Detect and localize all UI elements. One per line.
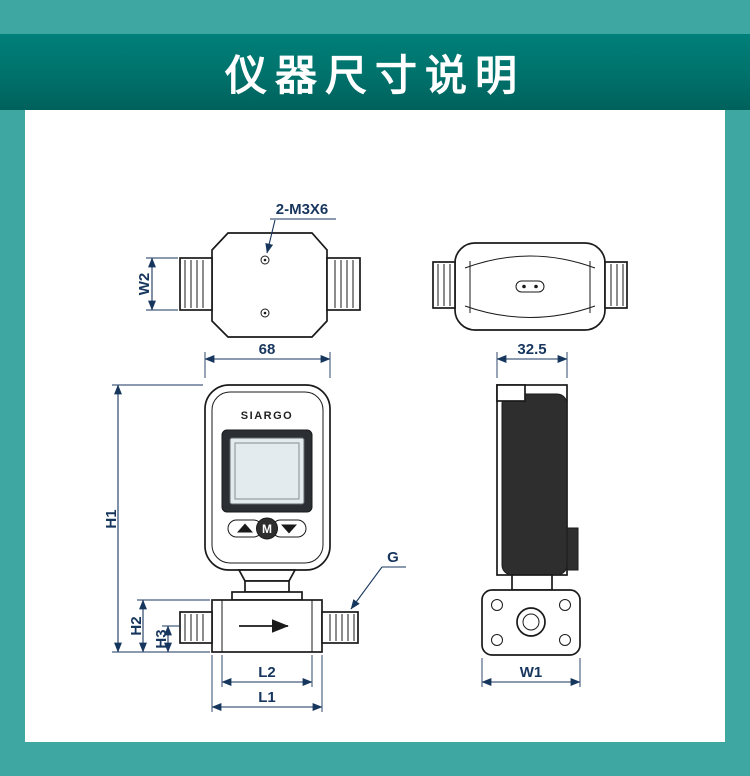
inlet-port — [516, 607, 546, 637]
dim-label-32-5: 32.5 — [517, 341, 546, 358]
dim-label-h3: H3 — [153, 629, 170, 648]
screw-hole-top — [260, 255, 270, 265]
side-view-drawing: 32.5 W1 — [481, 341, 581, 687]
lcd-display — [221, 429, 313, 513]
dim-label-h2: H2 — [128, 616, 145, 635]
dimension-diagram: 2-M3X6 W2 — [103, 201, 628, 712]
dim-label-g: G — [387, 549, 399, 566]
content-card: 2-M3X6 W2 — [25, 110, 725, 742]
mode-button: M — [256, 517, 278, 540]
page-title: 仪器尺寸说明 — [224, 51, 525, 99]
rear-view-drawing — [432, 242, 628, 331]
brand-label: SIARGO — [241, 410, 293, 422]
dim-label-w1: W1 — [520, 664, 543, 681]
header-banner: 仪器尺寸说明 — [0, 34, 750, 110]
side-tab — [566, 527, 579, 571]
dim-label-h1: H1 — [103, 509, 120, 528]
bottom-flange — [481, 589, 581, 656]
dim-label-l1: L1 — [258, 689, 276, 706]
front-view-drawing: 68 SIARGO M — [103, 341, 406, 712]
dim-label-l2: L2 — [258, 664, 276, 681]
dim-label-w2: W2 — [136, 273, 153, 296]
connector-slot — [515, 280, 545, 293]
dim-label-68: 68 — [259, 341, 276, 358]
top-view-drawing: 2-M3X6 W2 — [136, 201, 361, 338]
mode-button-label: M — [262, 522, 272, 536]
screw-hole-bottom — [260, 308, 270, 318]
dim-label-screw-note: 2-M3X6 — [276, 201, 329, 218]
